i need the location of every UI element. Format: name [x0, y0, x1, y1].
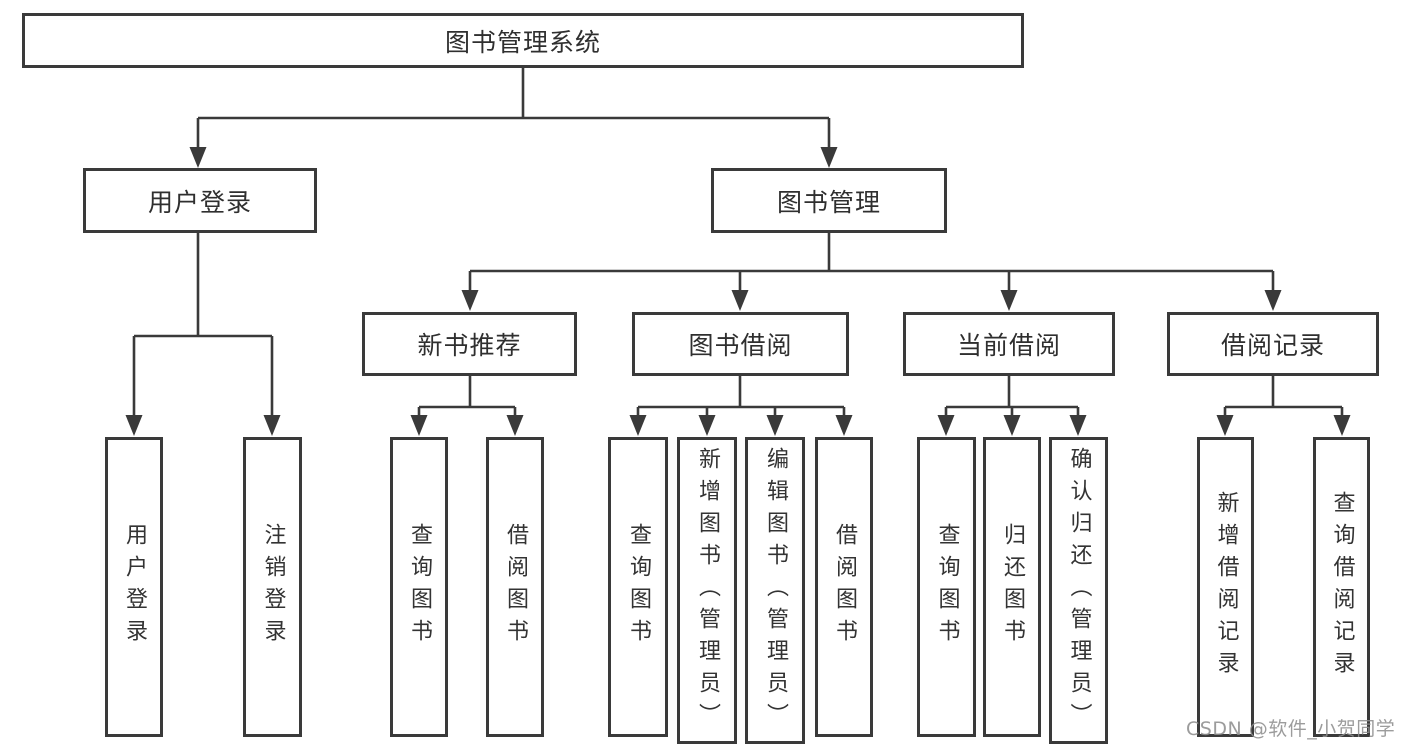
node-book-borrowing: 图书借阅	[632, 312, 849, 376]
leaf-query-books-recommend-label: 查询图书	[407, 523, 432, 651]
leaf-borrow-books-recommend-label: 借阅图书	[503, 523, 528, 651]
leaf-add-book-admin: 新增图书（管理员）	[677, 437, 737, 744]
node-current-borrowing: 当前借阅	[903, 312, 1115, 376]
leaf-add-book-admin-label: 新增图书（管理员）	[695, 446, 720, 735]
node-book-management-label: 图书管理	[776, 187, 881, 217]
csdn-watermark: CSDN @软件_小贺同学	[1186, 718, 1396, 740]
node-borrowing-records: 借阅记录	[1167, 312, 1379, 376]
node-library-system: 图书管理系统	[22, 13, 1024, 68]
node-user-login: 用户登录	[83, 168, 317, 233]
node-new-book-recommendation: 新书推荐	[362, 312, 577, 376]
leaf-return-book-label: 归还图书	[1000, 523, 1025, 651]
node-borrowing-records-label: 借阅记录	[1220, 331, 1325, 360]
leaf-logout-label: 注销登录	[260, 523, 286, 651]
leaf-return-book: 归还图书	[983, 437, 1041, 737]
arrow-down-icons	[125, 147, 1351, 436]
leaf-query-books-recommend: 查询图书	[390, 437, 448, 737]
node-library-system-label: 图书管理系统	[444, 27, 601, 57]
leaf-query-books-borrowing-label: 查询图书	[626, 523, 651, 651]
leaf-user-login-label: 用户登录	[122, 523, 147, 651]
leaf-query-books-borrowing: 查询图书	[608, 437, 668, 737]
leaf-query-borrow-record-label: 查询借阅记录	[1329, 491, 1355, 683]
leaf-logout: 注销登录	[243, 437, 302, 737]
leaf-user-login: 用户登录	[105, 437, 163, 737]
leaf-edit-book-admin: 编辑图书（管理员）	[745, 437, 805, 744]
leaf-add-borrow-record-label: 新增借阅记录	[1213, 491, 1239, 683]
node-new-book-recommendation-label: 新书推荐	[417, 331, 522, 360]
leaf-borrow-books-borrowing-label: 借阅图书	[832, 523, 857, 651]
leaf-query-books-current: 查询图书	[917, 437, 976, 737]
node-current-borrowing-label: 当前借阅	[956, 331, 1061, 360]
node-book-borrowing-label: 图书借阅	[688, 331, 793, 360]
leaf-edit-book-admin-label: 编辑图书（管理员）	[763, 446, 788, 735]
leaf-add-borrow-record: 新增借阅记录	[1197, 437, 1254, 737]
node-user-login-label: 用户登录	[147, 187, 252, 217]
leaf-confirm-return-admin: 确认归还（管理员）	[1049, 437, 1108, 744]
connector-lines	[132, 68, 1344, 417]
leaf-query-borrow-record: 查询借阅记录	[1313, 437, 1370, 737]
leaf-borrow-books-recommend: 借阅图书	[486, 437, 544, 737]
leaf-query-books-current-label: 查询图书	[934, 523, 960, 651]
leaf-borrow-books-borrowing: 借阅图书	[815, 437, 873, 737]
leaf-confirm-return-admin-label: 确认归还（管理员）	[1066, 446, 1092, 735]
node-book-management: 图书管理	[711, 168, 947, 233]
